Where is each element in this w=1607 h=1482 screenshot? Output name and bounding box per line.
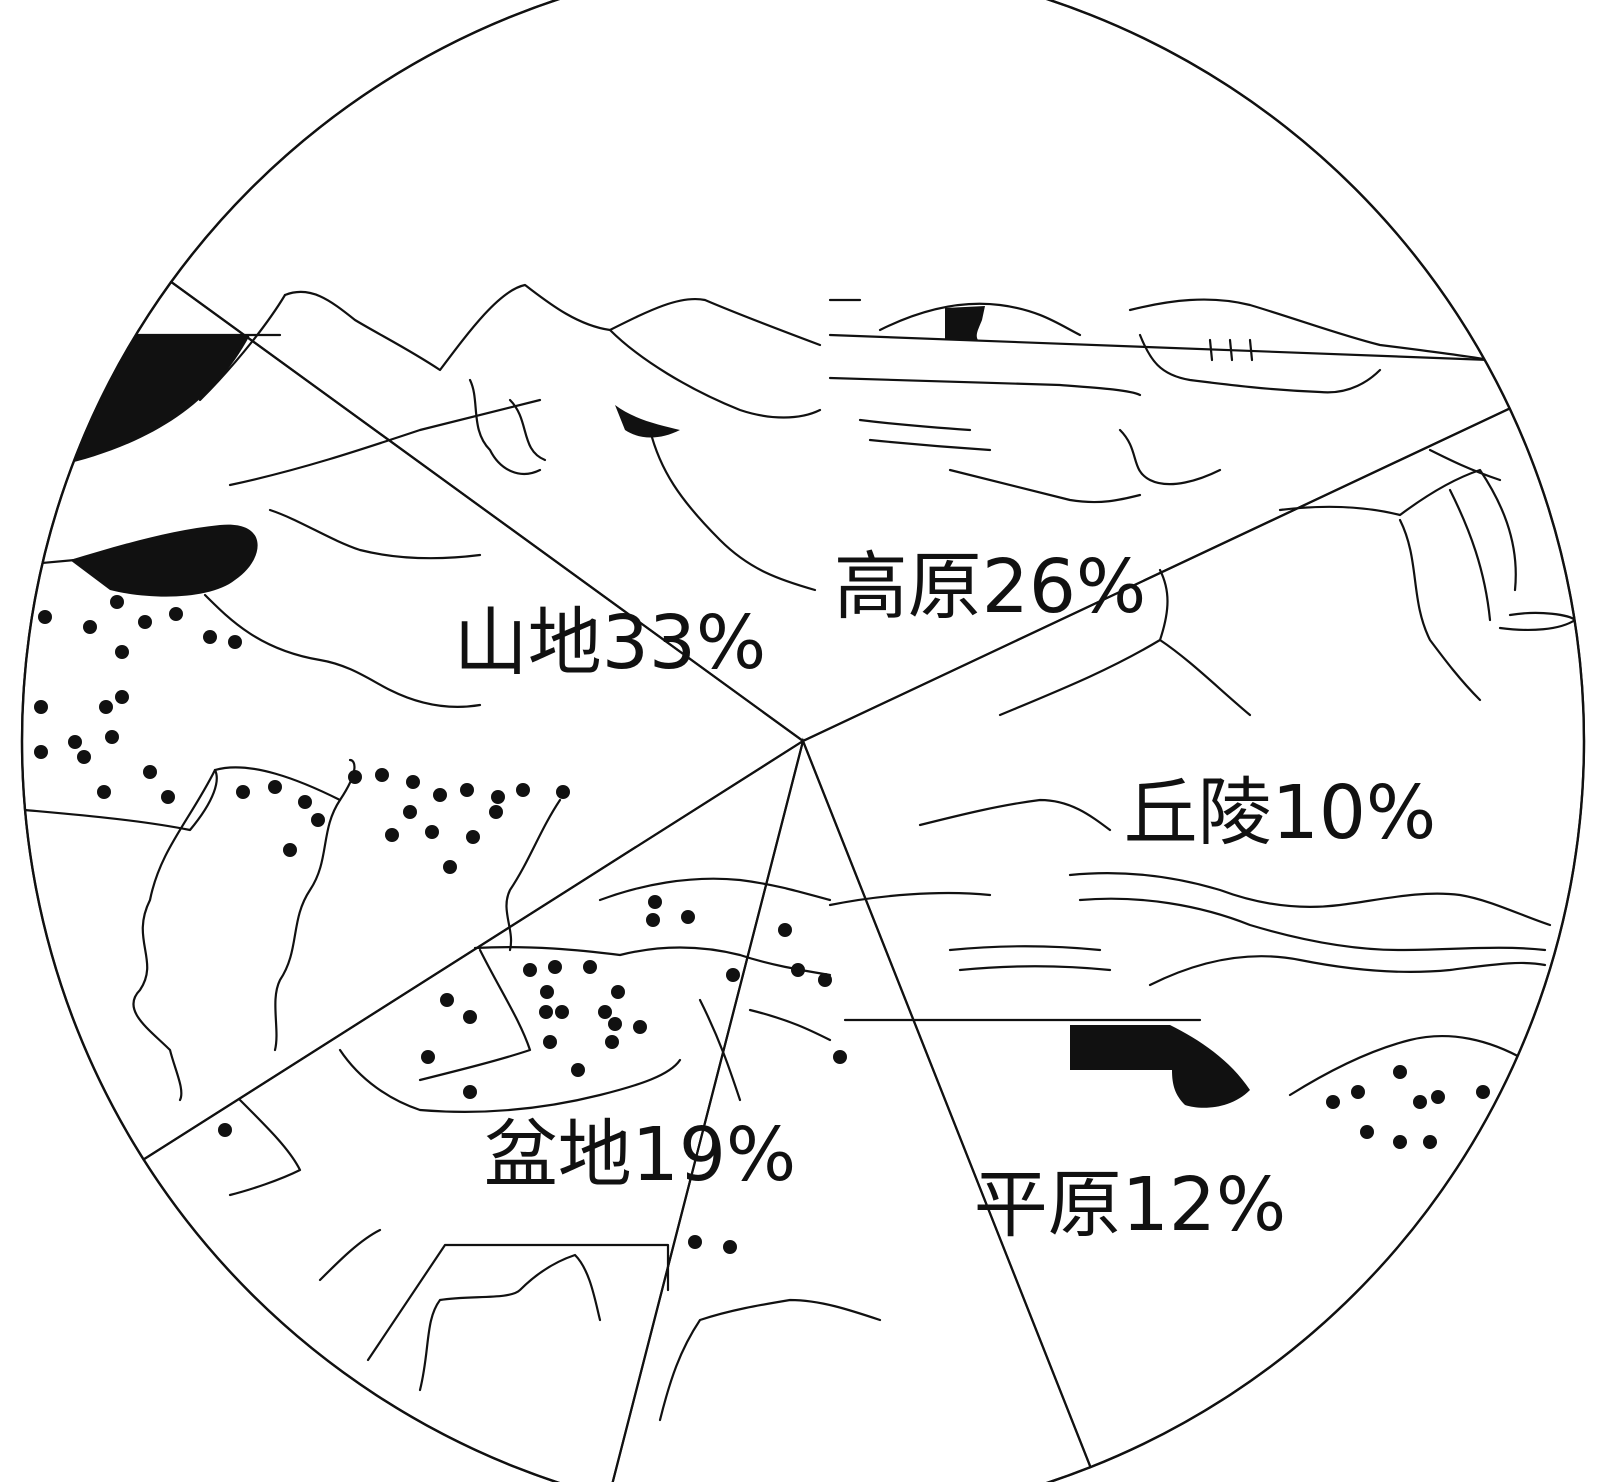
ink-dot [516, 783, 530, 797]
ink-dot [463, 1085, 477, 1099]
ink-dot [268, 780, 282, 794]
ink-dot [433, 788, 447, 802]
ink-dot [681, 910, 695, 924]
ink-dot [99, 700, 113, 714]
ink-dot [491, 790, 505, 804]
ink-dot [463, 1010, 477, 1024]
ink-dot [298, 795, 312, 809]
ink-dot [77, 750, 91, 764]
ink-dot [723, 1240, 737, 1254]
ink-dot [236, 785, 250, 799]
ink-dot [1413, 1095, 1427, 1109]
ink-dot [548, 960, 562, 974]
ink-dot [1431, 1090, 1445, 1104]
ink-dot [425, 825, 439, 839]
slice-label-3: 丘陵10% [1124, 770, 1436, 856]
ink-dot [608, 1017, 622, 1031]
ink-dot [403, 805, 417, 819]
ink-dot [1351, 1085, 1365, 1099]
ink-dot [161, 790, 175, 804]
ink-dot [523, 963, 537, 977]
ink-dot [406, 775, 420, 789]
ink-dot [1423, 1135, 1437, 1149]
ink-dot [1326, 1095, 1340, 1109]
ink-dot [110, 595, 124, 609]
ink-dot [648, 895, 662, 909]
ink-dot [605, 1035, 619, 1049]
ink-dot [688, 1235, 702, 1249]
ink-dot [34, 700, 48, 714]
ink-dot [778, 923, 792, 937]
ink-dot [228, 635, 242, 649]
ink-dot [421, 1050, 435, 1064]
ink-dot [1393, 1065, 1407, 1079]
ink-dot [543, 1035, 557, 1049]
ink-dot [143, 765, 157, 779]
ink-dot [169, 607, 183, 621]
pie-slices [20, 0, 1586, 1482]
ink-dot [443, 860, 457, 874]
ink-dot [34, 745, 48, 759]
ink-dot [791, 963, 805, 977]
ink-dot [598, 1005, 612, 1019]
ink-dot [540, 985, 554, 999]
ink-dot [348, 770, 362, 784]
ink-dot [555, 1005, 569, 1019]
slice-label-2: 高原26% [834, 544, 1146, 630]
ink-dot [611, 985, 625, 999]
ink-dot [440, 993, 454, 1007]
ink-dot [375, 768, 389, 782]
ink-dot [833, 1050, 847, 1064]
ink-dot [115, 645, 129, 659]
ink-dot [539, 1005, 553, 1019]
slice-label-1: 山地33% [454, 600, 766, 686]
ink-dot [38, 610, 52, 624]
ink-dot [583, 960, 597, 974]
ink-dot [203, 630, 217, 644]
ink-dot [105, 730, 119, 744]
slice-labels: 山地33% 高原26% 丘陵10% 平原12% 盆地19% [454, 544, 1436, 1248]
ink-dot [466, 830, 480, 844]
ink-dot [83, 620, 97, 634]
ink-dot [460, 783, 474, 797]
ink-dot [726, 968, 740, 982]
ink-dot [218, 1123, 232, 1137]
slice-label-4: 平原12% [974, 1162, 1286, 1248]
ink-dot [489, 805, 503, 819]
ink-dot [556, 785, 570, 799]
slice-label-5: 盆地19% [484, 1112, 796, 1198]
ink-dot [1393, 1135, 1407, 1149]
ink-dot [385, 828, 399, 842]
landscape-illustrations [22, 283, 1577, 1422]
ink-dots [34, 595, 1490, 1254]
ink-dot [138, 615, 152, 629]
ink-dot [818, 973, 832, 987]
ink-dot [115, 690, 129, 704]
pie-outline [21, 0, 1585, 1482]
ink-dot [646, 913, 660, 927]
ink-dot [1360, 1125, 1374, 1139]
ink-dot [633, 1020, 647, 1034]
ink-dot [1476, 1085, 1490, 1099]
ink-dot [68, 735, 82, 749]
ink-dot [283, 843, 297, 857]
ink-dot [571, 1063, 585, 1077]
ink-dot [311, 813, 325, 827]
ink-dot [97, 785, 111, 799]
